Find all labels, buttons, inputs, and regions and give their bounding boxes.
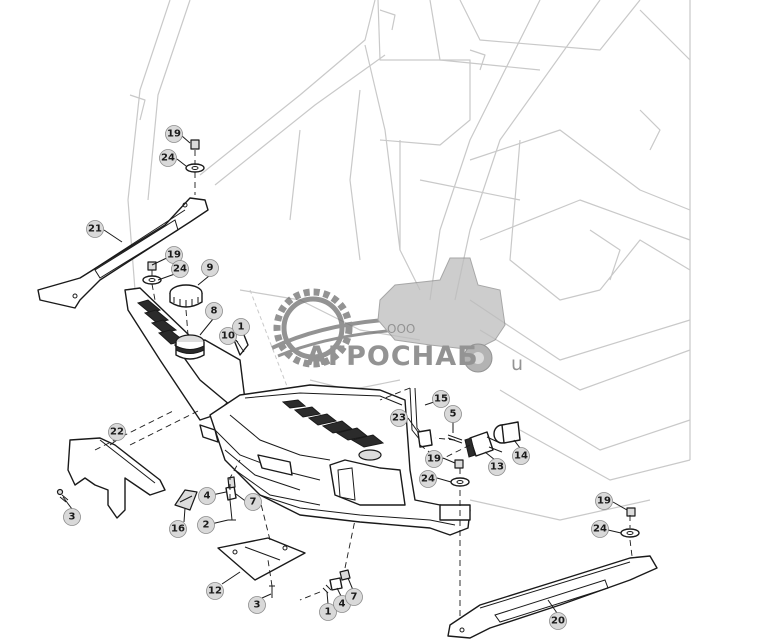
callout-label: 14	[514, 451, 528, 462]
watermark-company-name: АГРОСНАБ	[306, 341, 479, 372]
part-14-sleeve	[493, 421, 521, 444]
callout-21: 21	[86, 220, 104, 238]
callout-4: 4	[198, 487, 216, 505]
fastener-19-24-right	[620, 507, 640, 538]
part-4-7-bolt-set-upper	[225, 476, 237, 521]
part-13-switch	[464, 431, 503, 458]
callout-label: 1	[325, 607, 332, 618]
callout-8: 8	[205, 302, 223, 320]
callout-label: 21	[88, 224, 102, 235]
ghost-frame	[127, 0, 691, 521]
callout-label: 7	[351, 592, 358, 603]
callout-label: 22	[110, 427, 124, 438]
part-5-pin	[447, 434, 463, 444]
part-9-filler-cap	[169, 284, 203, 308]
callout-1: 1	[319, 603, 337, 621]
harvester-icon	[377, 257, 506, 351]
callout-1: 1	[232, 318, 250, 336]
callout-15: 15	[432, 390, 450, 408]
callout-label: 12	[208, 586, 222, 597]
callout-19: 19	[165, 125, 183, 143]
callout-9: 9	[201, 259, 219, 277]
callout-23: 23	[390, 409, 408, 427]
callout-label: 9	[207, 263, 214, 274]
watermark-suffix: u	[511, 353, 523, 375]
callout-24: 24	[419, 470, 437, 488]
callout-label: 5	[450, 409, 457, 420]
callout-12: 12	[206, 582, 224, 600]
callout-7: 7	[345, 588, 363, 606]
callout-3: 3	[248, 596, 266, 614]
part-21-left-rail	[37, 197, 209, 309]
part-1-4-7-bolt-set-lower	[322, 569, 351, 594]
part-22-left-bracket	[67, 437, 166, 519]
callout-label: 13	[490, 462, 504, 473]
callout-24: 24	[591, 520, 609, 538]
callout-label: 24	[161, 153, 175, 164]
assembly-lines	[94, 150, 633, 620]
callout-19: 19	[165, 246, 183, 264]
callout-14: 14	[512, 447, 530, 465]
callout-label: 3	[69, 512, 76, 523]
callout-24: 24	[171, 260, 189, 278]
callout-label: 24	[593, 524, 607, 535]
callout-3: 3	[63, 508, 81, 526]
callout-label: 3	[254, 600, 261, 611]
fastener-3-lower	[269, 585, 275, 598]
part-23-clamp	[417, 429, 433, 448]
callout-7: 7	[244, 493, 262, 511]
callout-label: 7	[250, 497, 257, 508]
part-20-right-rail	[447, 555, 658, 639]
callout-label: 24	[173, 264, 187, 275]
callout-label: 4	[204, 491, 211, 502]
callout-label: 19	[427, 454, 441, 465]
callout-label: 24	[421, 474, 435, 485]
callout-19: 19	[425, 450, 443, 468]
callout-20: 20	[549, 612, 567, 630]
callout-22: 22	[108, 423, 126, 441]
part-12-lower-plate	[217, 537, 306, 581]
callout-24: 24	[159, 149, 177, 167]
callout-label: 16	[171, 524, 185, 535]
callout-19: 19	[595, 492, 613, 510]
part-8-filler-neck	[175, 334, 205, 360]
callout-label: 10	[221, 331, 235, 342]
callout-label: 19	[597, 496, 611, 507]
callout-16: 16	[169, 520, 187, 538]
callout-2: 2	[197, 516, 215, 534]
callout-label: 2	[203, 520, 210, 531]
callout-label: 1	[238, 322, 245, 333]
callout-10: 10	[219, 327, 237, 345]
callout-label: 19	[167, 250, 181, 261]
callout-label: 20	[551, 616, 565, 627]
callout-label: 23	[392, 413, 406, 424]
callout-label: 4	[339, 599, 346, 610]
part-16-nut-plate	[174, 489, 198, 511]
leader-lines	[62, 135, 628, 614]
callout-5: 5	[444, 405, 462, 423]
fastener-3-left	[56, 488, 69, 503]
callout-label: 15	[434, 394, 448, 405]
callout-13: 13	[488, 458, 506, 476]
watermark-company-prefix: ООО	[387, 322, 415, 336]
watermark-logo: ООО АГРОСНАБ u	[271, 257, 523, 375]
callout-label: 19	[167, 129, 181, 140]
callout-label: 8	[211, 306, 218, 317]
